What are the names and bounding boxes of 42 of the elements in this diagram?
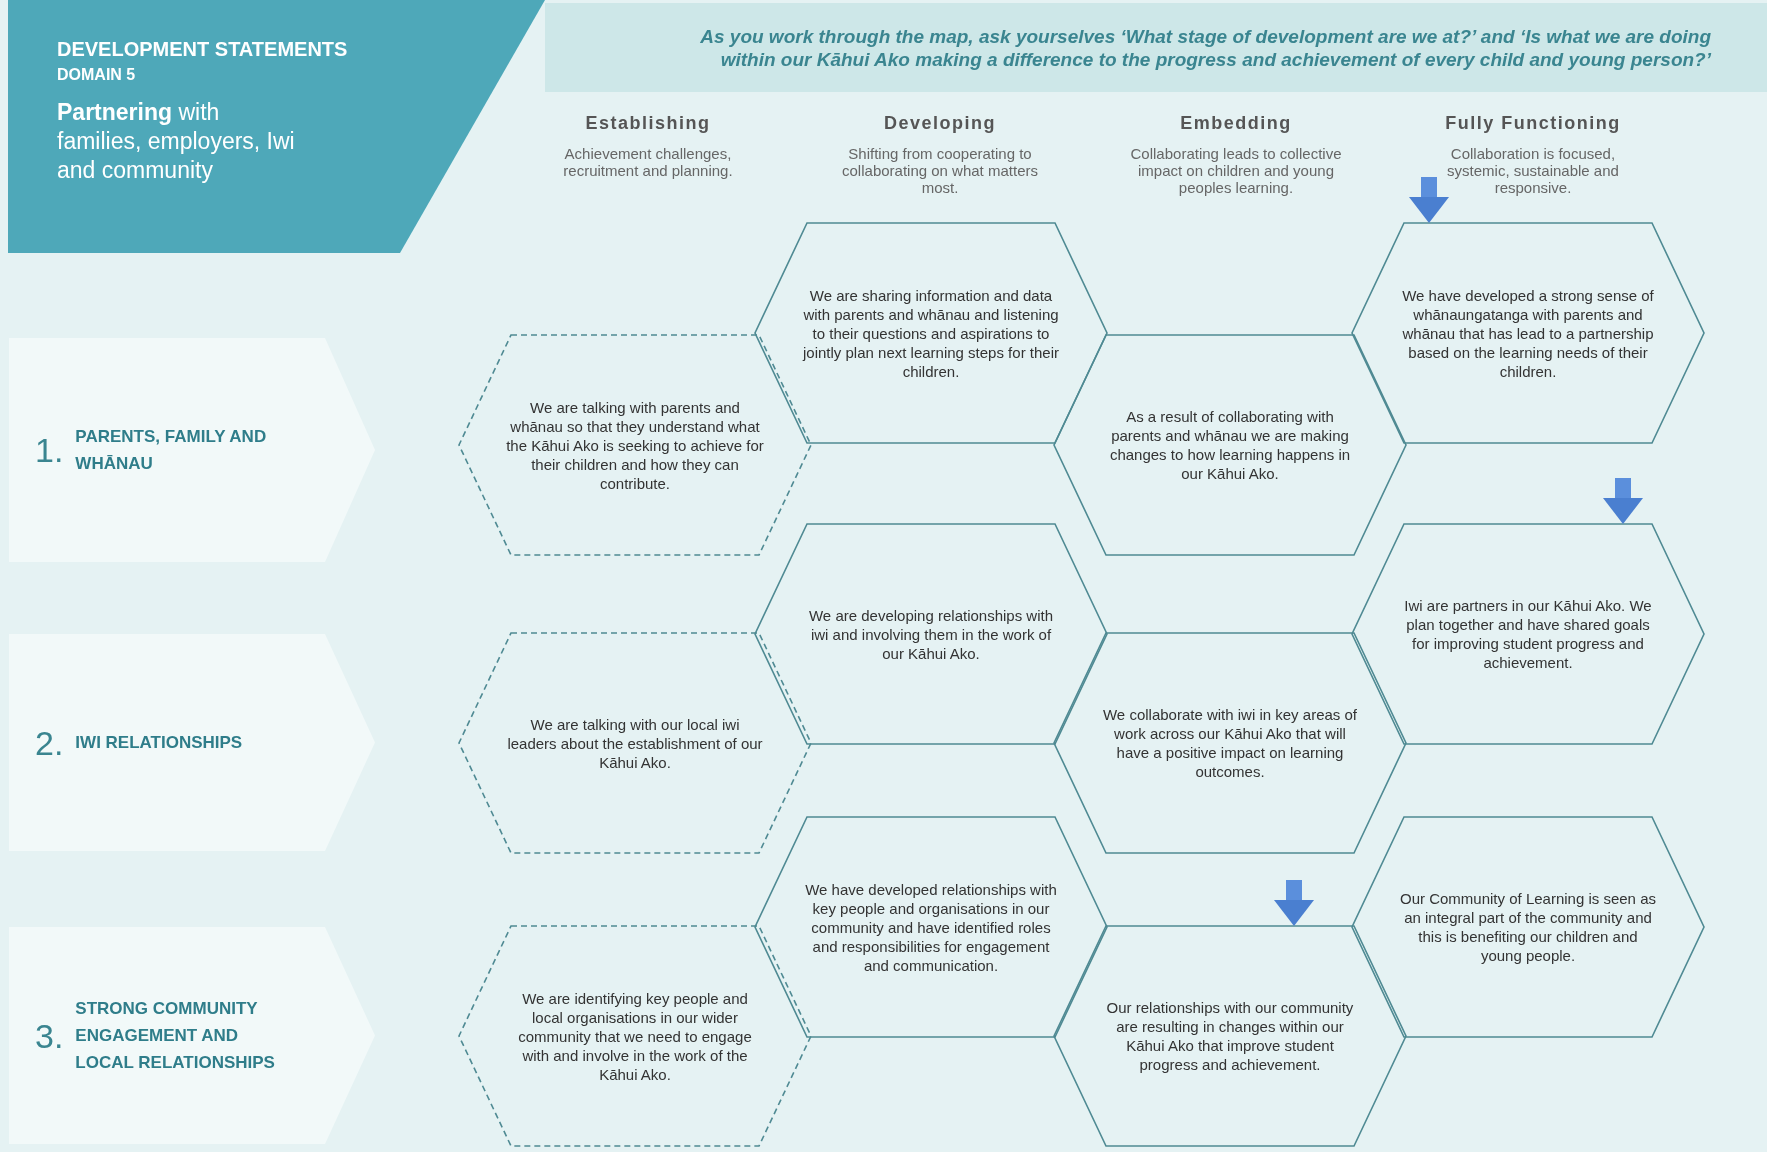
stage-heading: Establishing [585,112,711,135]
hexagon [1352,817,1704,1037]
block-arrow [1409,177,1449,223]
panel-title: DEVELOPMENT STATEMENTS [57,37,348,62]
row-heading: IWI RELATIONSHIPS [75,732,244,754]
statement-text: We have developed relationships with key people and organisations in our community and have identified roles and responsibilities for engagement and communication. [804,879,1058,975]
header-panel [8,0,545,253]
row-heading: PARENTS, FAMILY AND WHĀNAU [75,426,268,475]
hexagon [1352,223,1704,443]
statement-text: As a result of collaborating with parents and whānau we are making changes to how learning happens in our Kāhui Ako. [1108,407,1352,483]
statement-text: We are talking with our local iwi leaders about the establishment of our Kāhui Ako. [506,714,764,772]
statement-text: We have developed a strong sense of whānaungatanga with parents and whānau that has lead to a partnership based on the learning needs of their children. [1401,285,1655,381]
statement-text: We are sharing information and data with parents and whānau and listening to their questions and aspirations to jointly plan next learning steps for their children. [801,285,1060,381]
stage-description: Collaboration is focused, systemic, sustainable and responsive. [1446,145,1620,196]
hexagon [755,817,1107,1037]
row-number: 1. [35,433,64,467]
statement-text: We are identifying key people and local organisations in our wider community that we need to engage with and involve in the work of the Kāhui Ako. [517,988,753,1084]
statement-text: We collaborate with iwi in key areas of work across our Kāhui Ako that will have a positive impact on learning outcomes. [1102,705,1358,781]
block-arrow [1274,880,1314,926]
row-number: 3. [35,1018,64,1053]
domain-title: Partnering with families, employers, Iwi and community [57,98,296,185]
statement-text: Our relationships with our community are resulting in changes within our Kāhui Ako that improve student progress and achievement. [1105,998,1355,1074]
stage-heading: Embedding [1180,112,1292,135]
row-heading: STRONG COMMUNITY ENGAGEMENT AND LOCAL RELATIONSHIPS [75,998,276,1074]
stage-description: Achievement challenges, recruitment and planning. [562,145,734,179]
stage-description: Shifting from cooperating to collaborating on what matters most. [841,145,1039,196]
statement-text: We are talking with parents and whānau so that they understand what the Kāhui Ako is seeking to achieve for their children and how they can contribute. [505,397,765,493]
statement-text: Iwi are partners in our Kāhui Ako. We plan together and have shared goals for improving student progress and achievement. [1403,596,1653,672]
block-arrow [1603,478,1643,524]
hexagon [1054,633,1406,853]
dashed-hexagon [459,633,811,853]
guiding-question: As you work through the map, ask yourselves ‘What stage of development are we at?’ and ‘Is what we are doing within our Kāhui Ako making a difference to the progress and achievement of every child and young person?’ [699,24,1711,71]
statement-text: Our Community of Learning is seen as an integral part of the community and this is benefiting our children and young people. [1399,889,1657,965]
row-number: 2. [35,725,64,760]
dashed-hexagon [459,926,811,1146]
domain-label: DOMAIN 5 [57,65,136,85]
stage-description: Collaborating leads to collective impact on children and young peoples learning. [1129,145,1343,196]
statement-text: We are developing relationships with iwi and involving them in the work of our Kāhui Ako. [808,605,1054,663]
stage-heading: Developing [884,112,996,135]
hexagon [1054,926,1406,1146]
question-banner [545,3,1767,92]
stage-heading: Fully Functioning [1445,112,1621,135]
